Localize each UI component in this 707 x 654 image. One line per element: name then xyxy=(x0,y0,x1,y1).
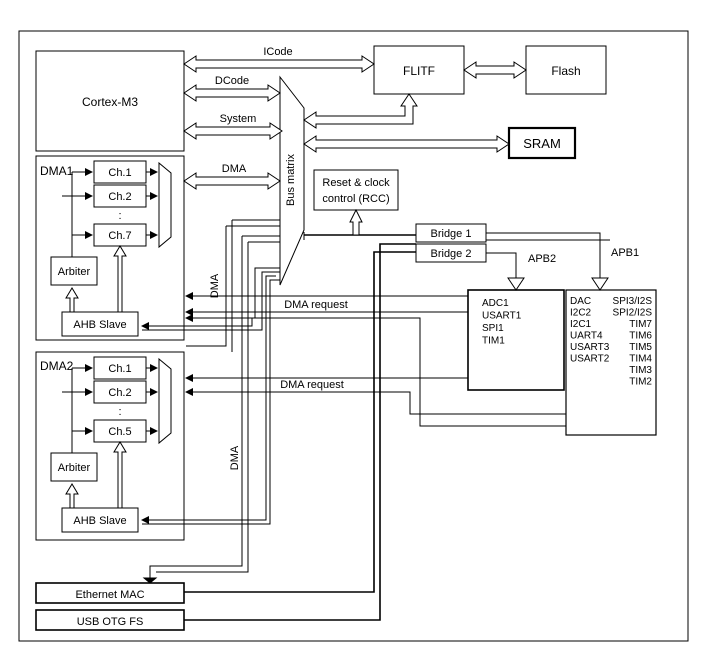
sram-bus-arrow xyxy=(303,135,510,153)
apb2-peripheral-0: ADC1 xyxy=(482,298,509,309)
rcc-block: Reset & clock control (RCC) xyxy=(313,169,399,211)
apb1-peripheral-right-6: TIM3 xyxy=(629,365,652,376)
usb-otg-label: USB OTG FS xyxy=(77,616,144,628)
sram-label: SRAM xyxy=(523,136,561,151)
bus-arrows xyxy=(183,55,527,190)
cortex-m3-block: Cortex-M3 xyxy=(35,50,185,152)
dma2-arbiter xyxy=(50,452,98,482)
system-label: System xyxy=(220,113,257,125)
apb1-peripheral-right-0: SPI3/I2S xyxy=(613,296,653,307)
dma1-block: DMA1 Ch.1 Ch.2 : Ch.7 Arbiter AHB Slave xyxy=(35,155,185,341)
bus-matrix-block: Bus matrix xyxy=(279,75,305,286)
rcc-label-line2: control (RCC) xyxy=(322,193,389,205)
dma2-side-label: DMA xyxy=(229,445,241,470)
dma2-channel-2-label: Ch.2 xyxy=(108,387,131,399)
dma2-ellipsis: : xyxy=(118,406,121,418)
apb1-peripheral-right-3: TIM6 xyxy=(629,331,652,342)
dma1-ahb-slave xyxy=(61,311,139,337)
dma1-channel-1-label: Ch.1 xyxy=(108,167,131,179)
diagram-frame xyxy=(18,30,689,642)
dma2-channel-5-label: Ch.5 xyxy=(108,426,131,438)
dma-bus-arrow xyxy=(183,172,281,190)
icode-label: ICode xyxy=(263,46,292,58)
dma2-block: DMA2 Ch.1 Ch.2 : Ch.5 Arbiter AHB Slave xyxy=(35,351,185,541)
flitf-flash-arrow xyxy=(463,61,527,79)
apb1-peripheral-right-1: SPI2/I2S xyxy=(613,308,653,319)
bridge2-label: Bridge 2 xyxy=(431,248,472,260)
dma1-side-label: DMA xyxy=(209,273,221,298)
dcode-label: DCode xyxy=(215,75,249,87)
bridge1-label: Bridge 1 xyxy=(431,228,472,240)
dma-request-lines xyxy=(185,292,566,427)
apb1-peripheral-right-2: TIM7 xyxy=(629,319,652,330)
icode-bus-arrow xyxy=(183,55,375,73)
rcc-label-line1: Reset & clock xyxy=(322,177,390,189)
dma1-arbiter xyxy=(50,256,98,286)
dma1-ahb-slave-label: AHB Slave xyxy=(73,319,126,331)
dma1-mux xyxy=(158,161,172,249)
flash-label: Flash xyxy=(551,64,580,78)
dma1-channel-2-label: Ch.2 xyxy=(108,191,131,203)
apb2-peripheral-2: SPI1 xyxy=(482,323,504,334)
dma-master-wiring xyxy=(141,219,416,621)
dma1-request-label: DMA request xyxy=(284,299,348,311)
bridge2-block: Bridge 2 xyxy=(415,243,487,263)
cortex-m3-label: Cortex-M3 xyxy=(82,95,138,109)
apb1-peripheral-right-5: TIM4 xyxy=(629,354,652,365)
bridge1-block: Bridge 1 xyxy=(415,223,487,243)
dma1-title: DMA1 xyxy=(40,164,74,178)
dma2-ahb-slave-label: AHB Slave xyxy=(73,515,126,527)
dma2-ahb-slave xyxy=(61,507,139,533)
ethernet-mac-block: Ethernet MAC xyxy=(35,582,185,604)
busmatrix-flitf-arrow xyxy=(303,93,418,129)
sram-block: SRAM xyxy=(507,126,577,160)
apb2-peripheral-3: TIM1 xyxy=(482,336,505,347)
apb1-peripheral-right-4: TIM5 xyxy=(629,342,652,353)
dma2-arbiter-label: Arbiter xyxy=(58,462,91,474)
apb1-peripheral-left-1: I2C2 xyxy=(570,308,592,319)
apb1-peripheral-left-3: UART4 xyxy=(570,331,603,342)
bridge-connections xyxy=(303,208,610,291)
apb1-label: APB1 xyxy=(611,247,639,259)
apb2-peripheral-1: USART1 xyxy=(482,311,522,322)
system-bus-arrow xyxy=(183,122,283,140)
dma-bus-label: DMA xyxy=(222,163,247,175)
apb1-peripheral-right-7: TIM2 xyxy=(629,377,652,388)
dma1-ellipsis: : xyxy=(118,210,121,222)
usb-otg-block: USB OTG FS xyxy=(35,609,185,631)
apb2-label: APB2 xyxy=(528,253,556,265)
dma1-arbiter-label: Arbiter xyxy=(58,266,91,278)
dcode-bus-arrow xyxy=(183,84,281,102)
bus-matrix-label: Bus matrix xyxy=(285,154,297,206)
dma2-request-label: DMA request xyxy=(280,379,344,391)
dma2-mux xyxy=(158,357,172,445)
dma2-title: DMA2 xyxy=(40,359,74,373)
flitf-label: FLITF xyxy=(403,64,435,78)
apb1-peripheral-left-0: DAC xyxy=(570,296,591,307)
ethernet-mac-label: Ethernet MAC xyxy=(75,589,144,601)
flitf-block: FLITF xyxy=(373,45,465,95)
apb1-peripheral-left-2: I2C1 xyxy=(570,319,592,330)
apb1-peripheral-left-5: USART2 xyxy=(570,354,610,365)
dma1-channel-7-label: Ch.7 xyxy=(108,230,131,242)
apb1-peripheral-left-4: USART3 xyxy=(570,342,610,353)
flash-block: Flash xyxy=(525,45,607,95)
dma2-channel-1-label: Ch.1 xyxy=(108,363,131,375)
